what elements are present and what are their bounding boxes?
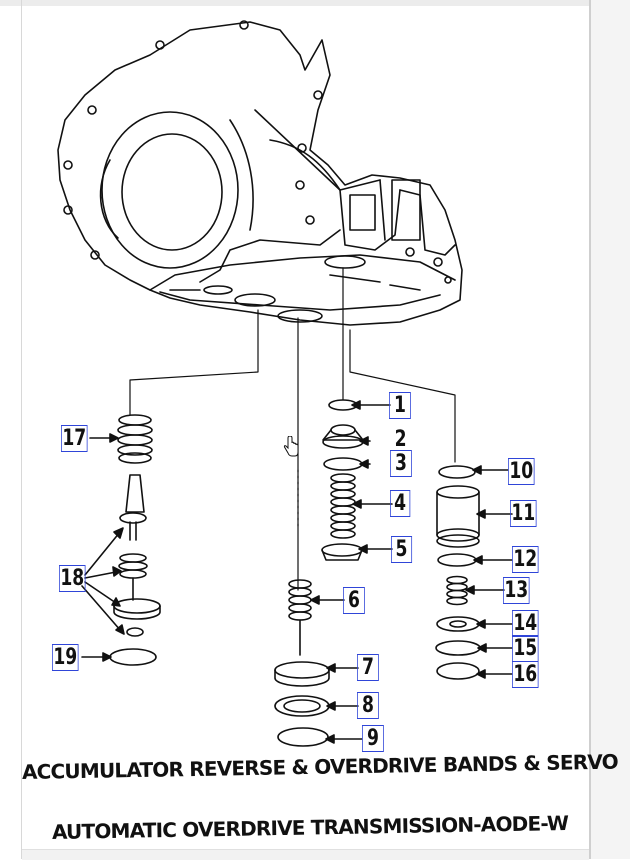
top-bar [0, 0, 630, 6]
part-5-retainer [321, 543, 363, 561]
callout-arrows [81, 400, 513, 744]
part-7-piston [274, 661, 330, 687]
callout-3[interactable]: 3 [390, 450, 412, 477]
hand-cursor-icon [283, 436, 299, 457]
callout-11[interactable]: 11 [510, 500, 537, 527]
callout-10[interactable]: 10 [508, 458, 535, 485]
callout-4[interactable]: 4 [390, 490, 411, 517]
callout-1[interactable]: 1 [389, 392, 411, 419]
frame-left-border [21, 0, 22, 859]
part-16-snap-ring [436, 662, 480, 680]
callout-8[interactable]: 8 [357, 692, 379, 719]
part-3-seal [323, 457, 363, 471]
part-13-spring [446, 575, 468, 606]
callout-18[interactable]: 18 [59, 565, 86, 592]
callout-2[interactable]: 2 [394, 426, 407, 452]
part-9-snap-ring [277, 727, 329, 747]
part-12-seal [437, 553, 477, 567]
part-10-seal [438, 465, 476, 479]
callout-5[interactable]: 5 [391, 536, 413, 563]
part-17-spring [117, 414, 153, 464]
part-8-cover [274, 695, 330, 717]
callout-9[interactable]: 9 [362, 725, 384, 752]
part-2-piston [322, 424, 364, 449]
callout-13[interactable]: 13 [503, 577, 530, 604]
part-4-spring [330, 473, 356, 539]
part-15-seal [435, 640, 481, 656]
callout-12[interactable]: 12 [512, 546, 539, 573]
callout-14[interactable]: 14 [512, 610, 539, 637]
right-gutter [591, 0, 630, 859]
bottom-toolbar-strip [22, 849, 589, 860]
part-19-snap-ring [109, 648, 157, 666]
transmission-case [57, 20, 463, 326]
part-11-piston [436, 485, 480, 548]
part-18-piston-assembly [113, 474, 161, 637]
callout-19[interactable]: 19 [52, 644, 79, 671]
callout-6[interactable]: 6 [343, 587, 365, 614]
callout-7[interactable]: 7 [357, 654, 379, 681]
part-14-retainer [436, 616, 480, 632]
frame-right-border [589, 0, 591, 859]
callout-16[interactable]: 16 [512, 661, 539, 688]
part-6-spring [288, 579, 312, 656]
callout-15[interactable]: 15 [512, 635, 539, 662]
callout-17[interactable]: 17 [61, 425, 88, 452]
